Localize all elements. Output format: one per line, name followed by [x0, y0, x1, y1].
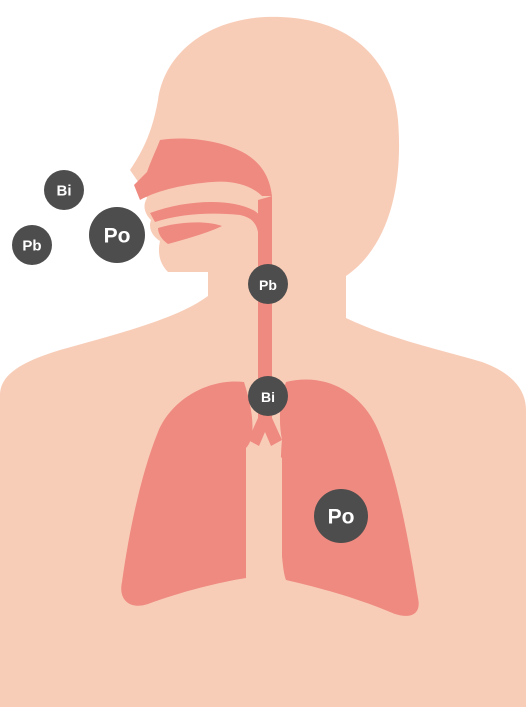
particle-label: Bi — [57, 183, 72, 200]
particle-label: Pb — [259, 277, 277, 293]
particle-pb-trachea: Pb — [248, 264, 288, 304]
particle-bi-bronchi: Bi — [248, 376, 288, 416]
particle-po-lung: Po — [314, 489, 368, 543]
particle-bi-outside: Bi — [44, 170, 84, 210]
particle-po-outside: Po — [89, 207, 145, 263]
particle-label: Po — [104, 225, 131, 248]
mediastinum — [248, 446, 282, 590]
particle-label: Bi — [261, 389, 275, 405]
particle-pb-outside: Pb — [12, 225, 52, 265]
particle-label: Pb — [22, 238, 41, 255]
particle-label: Po — [328, 506, 355, 529]
